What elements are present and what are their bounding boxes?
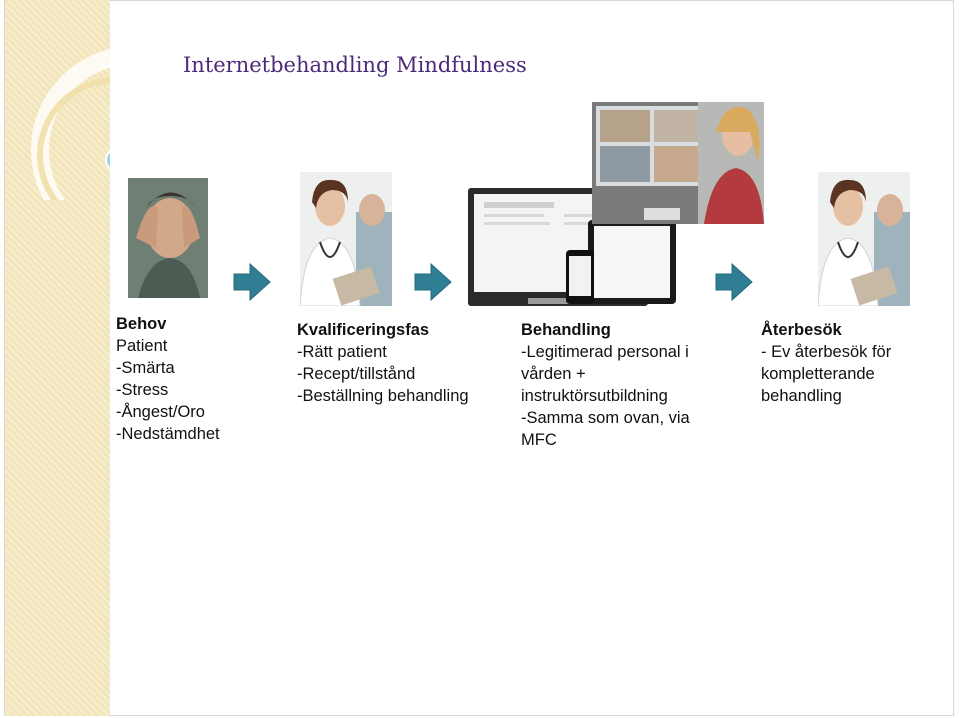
column-line: -Rätt patient bbox=[297, 341, 469, 363]
column-line: vården + bbox=[521, 363, 690, 385]
column-line: Patient bbox=[116, 335, 220, 357]
column-kvalificeringsfas: Kvalificeringsfas -Rätt patient -Recept/… bbox=[297, 319, 469, 407]
column-line: behandling bbox=[761, 385, 891, 407]
column-heading: Behov bbox=[116, 313, 220, 335]
column-line: -Smärta bbox=[116, 357, 220, 379]
column-line: -Recept/tillstånd bbox=[297, 363, 469, 385]
column-line: -Beställning behandling bbox=[297, 385, 469, 407]
column-aterbesok: Återbesök - Ev återbesök för komplettera… bbox=[761, 319, 891, 407]
column-line: MFC bbox=[521, 429, 690, 451]
column-line: - Ev återbesök för bbox=[761, 341, 891, 363]
column-line: kompletterande bbox=[761, 363, 891, 385]
column-line: instruktörsutbildning bbox=[521, 385, 690, 407]
column-line: -Ångest/Oro bbox=[116, 401, 220, 423]
doctor-patient-photo bbox=[300, 172, 392, 306]
column-behov: Behov Patient -Smärta -Stress -Ångest/Or… bbox=[116, 313, 220, 445]
column-heading: Återbesök bbox=[761, 319, 891, 341]
column-line: -Legitimerad personal i bbox=[521, 341, 690, 363]
page-title: Internetbehandling Mindfulness bbox=[183, 53, 527, 77]
decorative-sidebar bbox=[5, 0, 110, 716]
column-heading: Behandling bbox=[521, 319, 690, 341]
arrow-right-icon bbox=[413, 262, 453, 302]
arrow-right-icon bbox=[232, 262, 272, 302]
arrow-right-icon bbox=[714, 262, 754, 302]
column-heading: Kvalificeringsfas bbox=[297, 319, 469, 341]
column-behandling: Behandling -Legitimerad personal i vårde… bbox=[521, 319, 690, 451]
doctor-patient-photo-2 bbox=[818, 172, 910, 306]
column-line: -Stress bbox=[116, 379, 220, 401]
column-line: -Nedstämdhet bbox=[116, 423, 220, 445]
stressed-man-photo bbox=[128, 178, 208, 298]
circles-decoration bbox=[5, 0, 110, 200]
column-line: -Samma som ovan, via bbox=[521, 407, 690, 429]
